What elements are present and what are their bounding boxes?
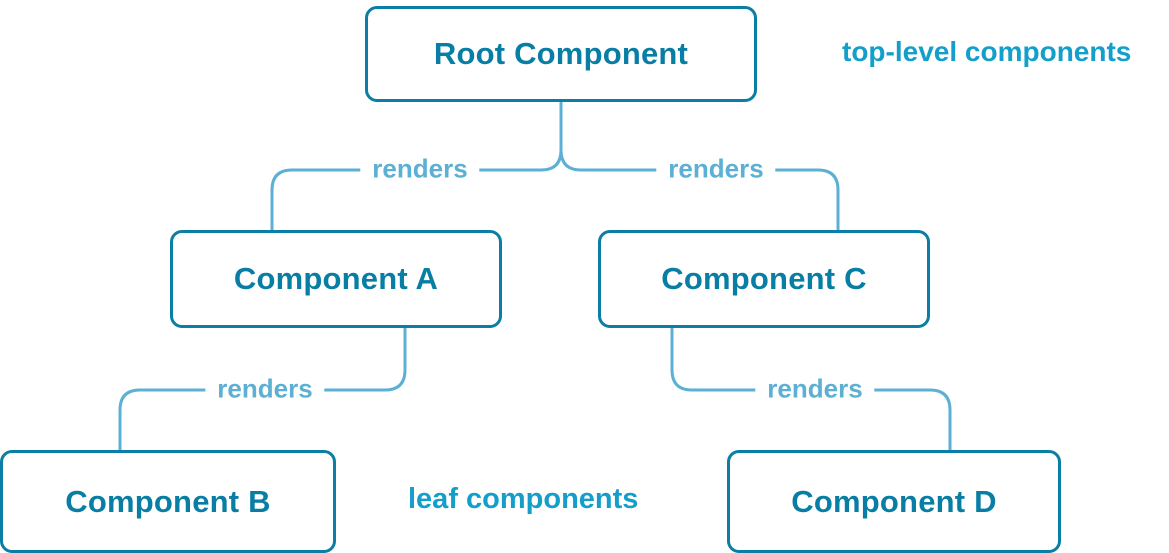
edge-root-to-c — [559, 148, 840, 232]
edge-label-c-to-d: renders — [755, 373, 875, 405]
annotation-leaf-components: leaf components — [408, 483, 639, 515]
node-root-component: Root Component — [365, 6, 757, 102]
node-component-d: Component D — [727, 450, 1061, 553]
edge-label-root-to-a: renders — [360, 153, 480, 185]
annotation-top-level-components: top-level components — [842, 36, 1132, 67]
node-component-c: Component C — [598, 230, 930, 328]
node-component-a: Component A — [170, 230, 502, 328]
edge-label-root-to-c: renders — [656, 153, 776, 185]
node-component-b: Component B — [0, 450, 336, 553]
edge-label-a-to-b: renders — [205, 373, 325, 405]
